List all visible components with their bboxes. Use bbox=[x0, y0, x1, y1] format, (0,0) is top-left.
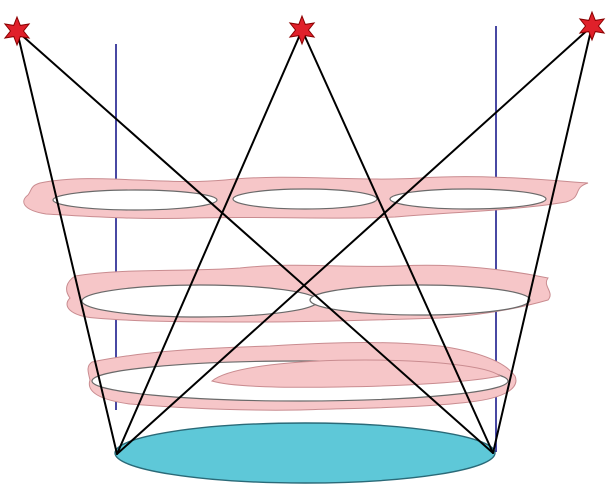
sight-line bbox=[17, 31, 117, 454]
cloud-layer-bottom bbox=[88, 343, 516, 411]
cloud-cell bbox=[53, 190, 217, 210]
cloud-cell bbox=[233, 189, 377, 209]
cloud-cell bbox=[82, 285, 318, 317]
star-icon bbox=[580, 12, 604, 40]
cloud-layer-top bbox=[24, 177, 588, 219]
base-ellipse bbox=[115, 423, 495, 483]
star-icon bbox=[290, 16, 314, 44]
sight-line bbox=[493, 26, 592, 453]
stars bbox=[5, 12, 604, 45]
cloud-layer-middle bbox=[67, 265, 551, 322]
star-icon bbox=[5, 17, 29, 45]
cloud-cell bbox=[390, 189, 546, 209]
